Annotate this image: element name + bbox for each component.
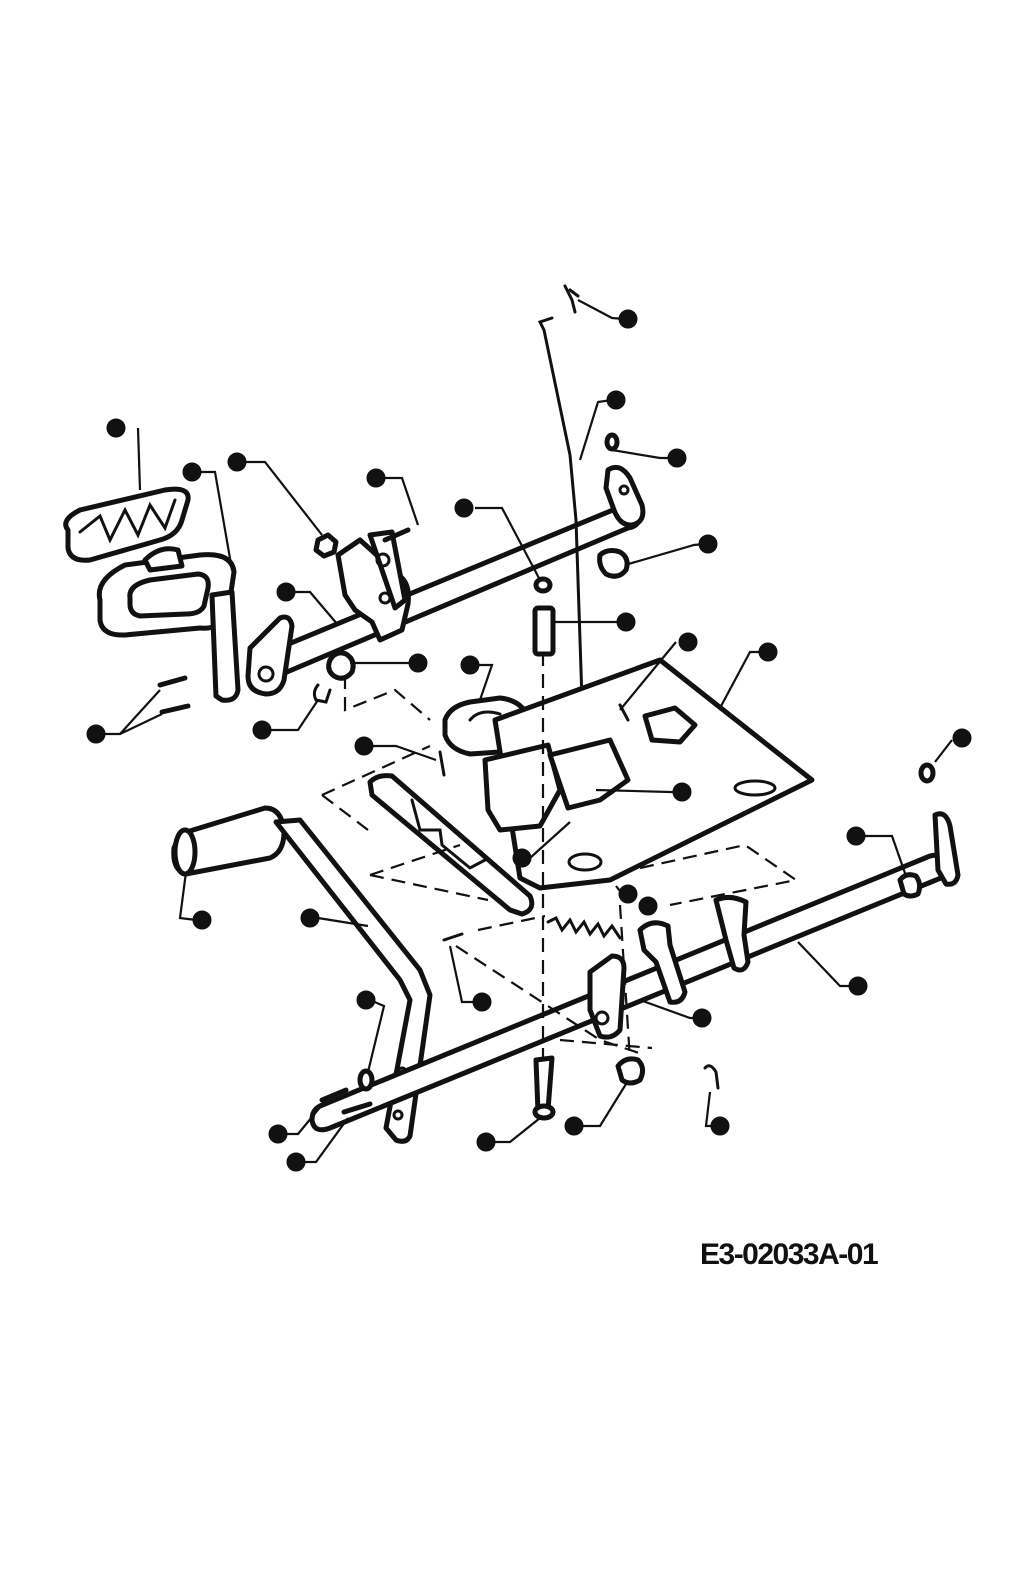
callout-bubble — [667, 448, 687, 468]
callout-bubble — [672, 782, 692, 802]
channel-bar — [367, 773, 535, 917]
callout-bubble — [192, 910, 212, 930]
bolts-left — [157, 675, 191, 715]
callout-bubble — [952, 728, 972, 748]
callout-bubble — [182, 462, 202, 482]
washer-right — [918, 762, 936, 784]
cotter-pin-center — [438, 750, 446, 777]
callout-bubble — [476, 1132, 496, 1152]
callout-bubble — [276, 582, 296, 602]
pin-top — [563, 284, 580, 314]
callout-bubble — [408, 653, 428, 673]
callout-bubble — [354, 736, 374, 756]
callout-bubble — [286, 1152, 306, 1172]
callout-bubble — [710, 1116, 730, 1136]
clip-left — [312, 683, 332, 704]
callout-bubble — [692, 1008, 712, 1028]
callout-bubble — [106, 418, 126, 438]
callout-bubble — [472, 992, 492, 1012]
callout-bubble — [268, 1124, 288, 1144]
callout-bubble — [356, 990, 376, 1010]
nut-lower-left — [319, 1068, 375, 1115]
callout-bubble — [848, 976, 868, 996]
shaft-arm-mid — [713, 894, 751, 973]
callout-bubble — [252, 720, 272, 740]
washer-top-right — [604, 432, 620, 452]
handle-grip — [171, 805, 287, 877]
callout-bubble — [846, 826, 866, 846]
shaft-end-right — [932, 811, 961, 887]
small-bolt-mid — [442, 932, 464, 942]
callout-bubble — [618, 884, 638, 904]
callout-bubble — [300, 908, 320, 928]
callout-bubble — [460, 655, 480, 675]
alignment-lines — [321, 652, 799, 1061]
shaft-bracket-lower — [587, 953, 627, 1040]
callout-bubble — [606, 390, 626, 410]
bolt-upper — [382, 527, 411, 543]
bushing-lower — [615, 1056, 646, 1086]
callout-bubble — [86, 724, 106, 744]
bushing-left — [326, 650, 356, 681]
nut-small-right — [597, 548, 630, 579]
bolt-long — [532, 1055, 556, 1121]
clip-lower-right — [703, 1064, 720, 1090]
callout-bubble — [227, 452, 247, 472]
collar-right — [897, 872, 923, 899]
mounting-bracket-upper — [335, 529, 411, 643]
spring — [546, 915, 622, 940]
callout-bubble — [698, 534, 718, 554]
shaft-arm-link — [637, 920, 688, 1005]
callout-bubble — [564, 1116, 584, 1136]
pedal-arm — [209, 589, 241, 703]
pedal-pad — [63, 486, 191, 563]
callout-bubble — [758, 642, 778, 662]
nut-upper — [313, 532, 339, 559]
callout-bubble — [366, 468, 386, 488]
callout-bubbles — [86, 309, 972, 1172]
callout-bubble — [618, 309, 638, 329]
callout-bubble — [616, 612, 636, 632]
callout-bubble — [638, 896, 658, 916]
callout-bubble — [512, 848, 532, 868]
callout-bubble — [678, 632, 698, 652]
callout-bubble — [454, 498, 474, 518]
spacer-tube — [532, 576, 556, 657]
shaft-bracket-left — [245, 614, 295, 697]
diagram-reference-code: E3-02033A-01 — [700, 1238, 879, 1271]
shaft-end-link — [603, 464, 646, 528]
